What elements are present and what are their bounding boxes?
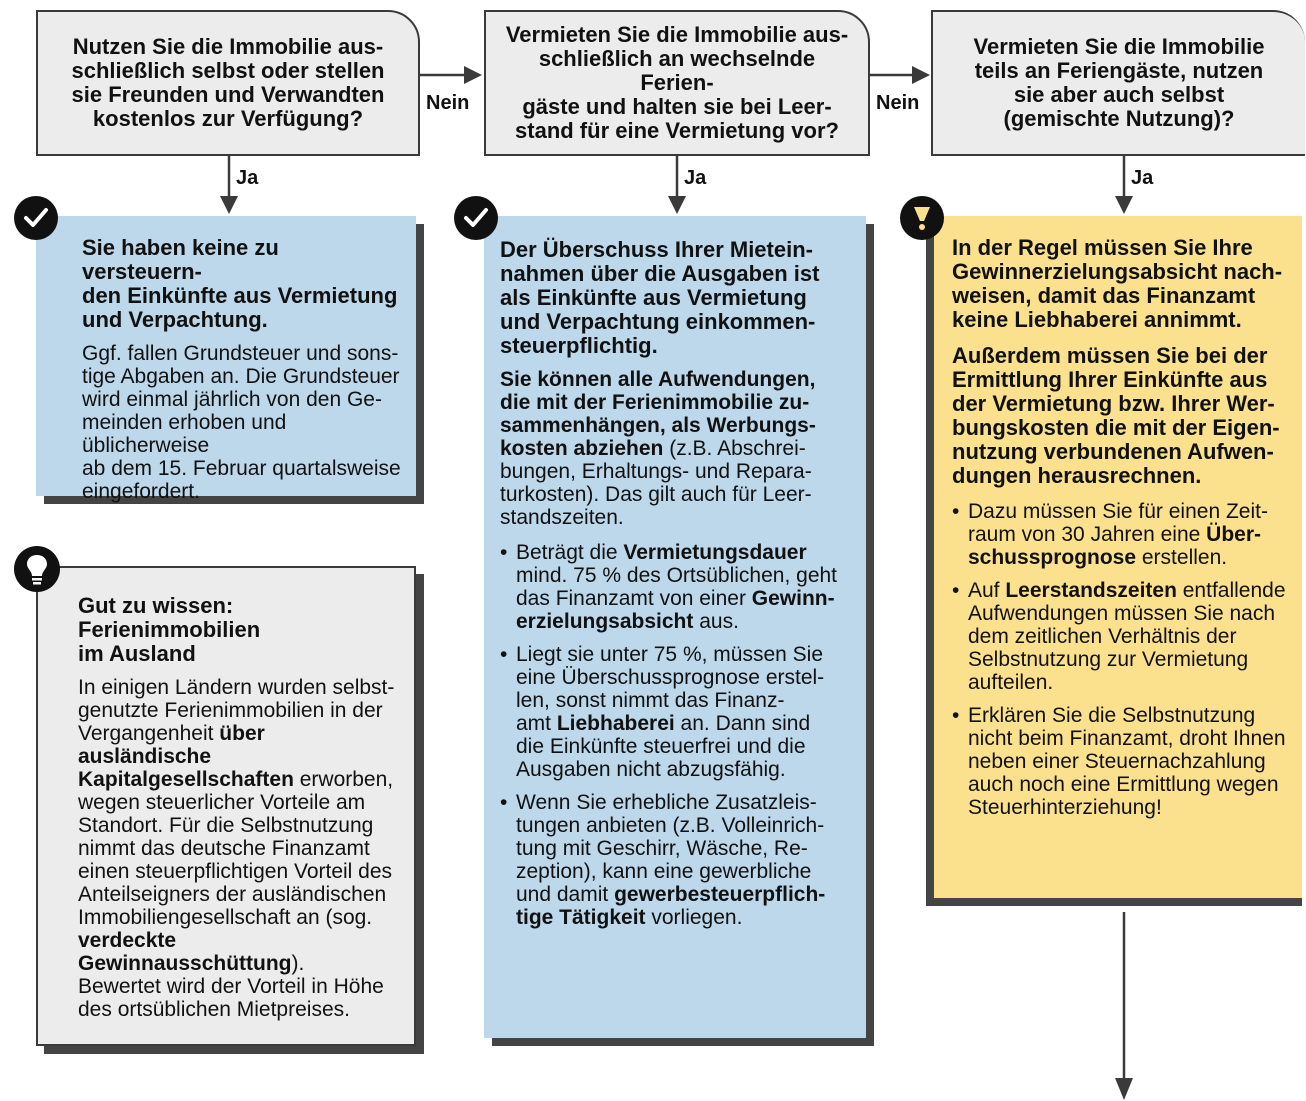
result-mixed-use-box: In der Regel müssen Sie Ihre Gewinnerzie…	[926, 216, 1302, 906]
label-nein-1: Nein	[426, 92, 470, 114]
list-item: Dazu müssen Sie für einen Zeit- raum von…	[952, 500, 1292, 569]
label-nein-2: Nein	[876, 92, 920, 114]
list-item: Beträgt die Vermietungsdauer mind. 75 % …	[500, 541, 854, 633]
result-no-income-text: Ggf. fallen Grundsteuer und sons- tige A…	[82, 342, 401, 503]
lightbulb-icon	[14, 546, 60, 592]
list-item: Liegt sie unter 75 %, müssen Sie eine Üb…	[500, 643, 854, 781]
tip-box: Gut zu wissen: Ferienimmobilien im Ausla…	[36, 566, 416, 1046]
rental-bullets: Beträgt die Vermietungsdauer mind. 75 % …	[500, 541, 854, 929]
label-ja-3: Ja	[1131, 167, 1154, 189]
label-ja-1: Ja	[236, 167, 259, 189]
checkmark-icon	[14, 196, 58, 240]
question-rental-only: Vermieten Sie die Immobilie aus- schließ…	[484, 10, 870, 156]
list-item: Auf Leerstandszeiten entfallende Aufwend…	[952, 579, 1292, 694]
question-self-use: Nutzen Sie die Immobilie aus- schließlic…	[36, 10, 420, 156]
warning-icon	[900, 196, 944, 240]
result-no-income-box: Sie haben keine zu versteuern- den Einkü…	[36, 216, 416, 503]
mixed-heading-2: Außerdem müssen Sie bei der Ermittlung I…	[952, 343, 1280, 488]
result-no-income-heading: Sie haben keine zu versteuern- den Einkü…	[82, 235, 398, 332]
rental-intro: Sie können alle Aufwendungen, die mit de…	[500, 368, 816, 529]
mixed-bullets: Dazu müssen Sie für einen Zeit- raum von…	[952, 500, 1292, 819]
question-rental-only-text: Vermieten Sie die Immobilie aus- schließ…	[505, 22, 849, 143]
label-ja-2: Ja	[684, 167, 707, 189]
list-item: Wenn Sie erhebliche Zusatzleis- tungen a…	[500, 791, 854, 929]
tip-heading: Gut zu wissen: Ferienimmobilien im Ausla…	[78, 593, 261, 666]
question-self-use-text: Nutzen Sie die Immobilie aus- schließlic…	[71, 34, 385, 131]
mixed-heading: In der Regel müssen Sie Ihre Gewinnerzie…	[952, 235, 1283, 332]
result-rental-income-box: Der Überschuss Ihrer Mietein- nahmen übe…	[484, 216, 866, 1038]
rental-heading: Der Überschuss Ihrer Mietein- nahmen übe…	[500, 237, 820, 358]
checkmark-icon	[454, 196, 498, 240]
list-item: Erklären Sie die Selbstnutzung nicht bei…	[952, 704, 1292, 819]
tip-text: In einigen Ländern wurden selbst- genutz…	[78, 676, 395, 1021]
question-mixed-use: Vermieten Sie die Immobilie teils an Fer…	[931, 10, 1305, 156]
question-mixed-use-text: Vermieten Sie die Immobilie teils an Fer…	[973, 34, 1265, 131]
